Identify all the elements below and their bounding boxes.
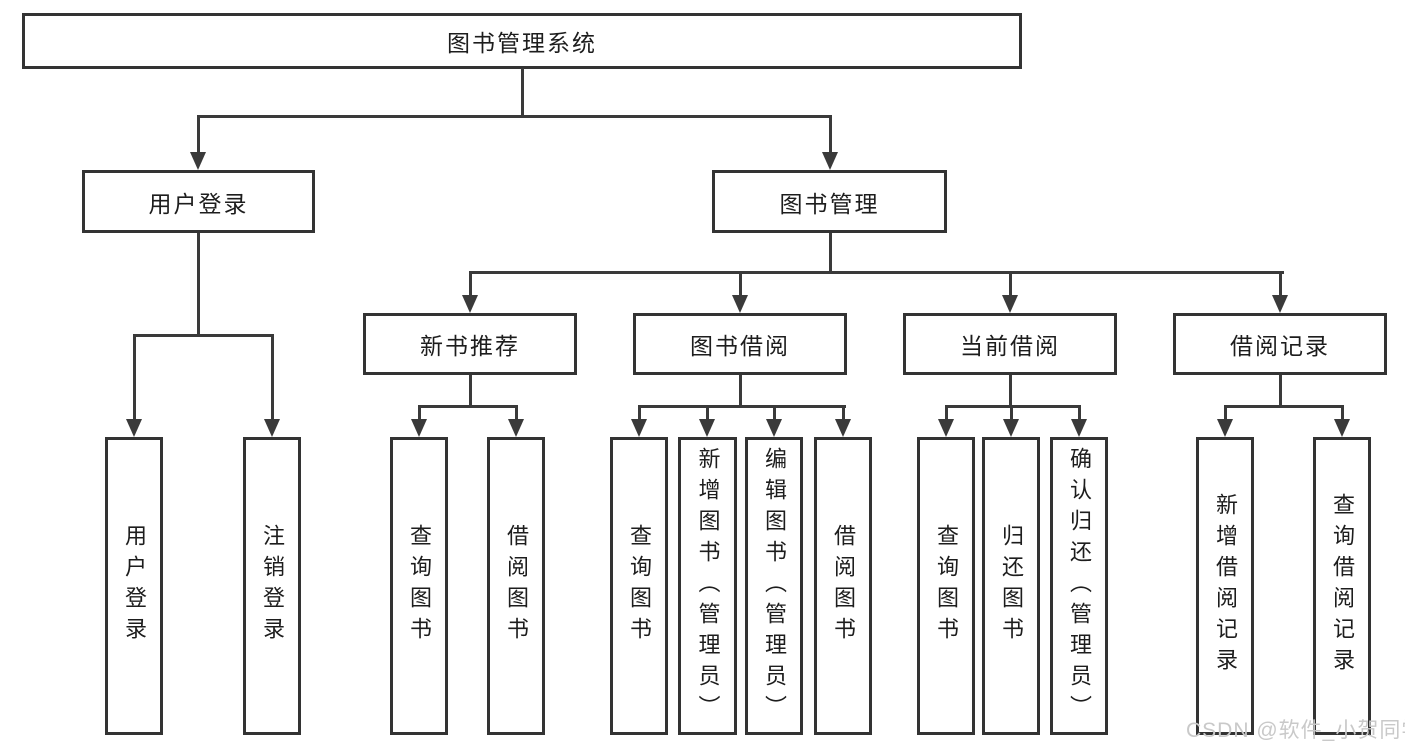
leaf-edit-book-admin: 编辑图书（管理员） — [745, 437, 803, 735]
connector-arrowhead — [1071, 419, 1087, 437]
connector-arrowhead — [1272, 295, 1288, 313]
node-new-book-recommend: 新书推荐 — [363, 313, 577, 375]
leaf-borrow-books-recommend: 借阅图书 — [487, 437, 545, 735]
connector-arrowhead — [508, 419, 524, 437]
connector-line — [772, 405, 776, 421]
connector-arrowhead — [835, 419, 851, 437]
connector-line — [196, 233, 200, 337]
leaf-query-borrow-record: 查询借阅记录 — [1313, 437, 1371, 735]
connector-arrowhead — [766, 419, 782, 437]
connector-line — [468, 271, 472, 297]
connector-line — [270, 334, 274, 420]
connector-line — [132, 334, 274, 337]
connector-line — [944, 405, 1081, 408]
connector-line — [1008, 375, 1012, 408]
connector-line — [1278, 271, 1282, 297]
connector-line — [468, 375, 472, 408]
connector-line — [417, 405, 518, 408]
connector-line — [738, 375, 742, 408]
node-book-borrowing: 图书借阅 — [633, 313, 847, 375]
connector-line — [944, 405, 948, 421]
connector-arrowhead — [1003, 419, 1019, 437]
connector-arrowhead — [1002, 295, 1018, 313]
connector-arrowhead — [1217, 419, 1233, 437]
connector-line — [828, 233, 832, 273]
leaf-borrow-books-borrowing: 借阅图书 — [814, 437, 872, 735]
leaf-logout: 注销登录 — [243, 437, 301, 735]
connector-line — [1008, 271, 1012, 297]
connector-line — [637, 405, 641, 421]
connector-line — [196, 115, 200, 153]
leaf-confirm-return-admin: 确认归还（管理员） — [1050, 437, 1108, 735]
connector-line — [514, 405, 518, 421]
connector-line — [1009, 405, 1013, 421]
connector-line — [1340, 405, 1344, 421]
connector-arrowhead — [264, 419, 280, 437]
connector-arrowhead — [631, 419, 647, 437]
connector-arrowhead — [938, 419, 954, 437]
leaf-query-books-recommend: 查询图书 — [390, 437, 448, 735]
connector-line — [1278, 375, 1282, 408]
node-user-login: 用户登录 — [82, 170, 315, 233]
connector-line — [738, 271, 742, 297]
connector-line — [196, 115, 832, 118]
connector-arrowhead — [699, 419, 715, 437]
connector-arrowhead — [462, 295, 478, 313]
connector-line — [468, 271, 1284, 274]
connector-arrowhead — [190, 152, 206, 170]
connector-line — [1223, 405, 1344, 408]
connector-line — [828, 115, 832, 153]
leaf-return-book: 归还图书 — [982, 437, 1040, 735]
connector-line — [1077, 405, 1081, 421]
csdn-watermark: CSDN @软件_小贺同学 — [1186, 719, 1405, 742]
connector-line — [417, 405, 421, 421]
leaf-add-borrow-record: 新增借阅记录 — [1196, 437, 1254, 735]
node-current-borrowing: 当前借阅 — [903, 313, 1117, 375]
connector-line — [705, 405, 709, 421]
node-borrowing-records: 借阅记录 — [1173, 313, 1387, 375]
connector-line — [1223, 405, 1227, 421]
node-book-management: 图书管理 — [712, 170, 947, 233]
connector-arrowhead — [126, 419, 142, 437]
connector-arrowhead — [822, 152, 838, 170]
leaf-user-login: 用户登录 — [105, 437, 163, 735]
connector-arrowhead — [1334, 419, 1350, 437]
leaf-query-books-current: 查询图书 — [917, 437, 975, 735]
connector-line — [132, 334, 136, 420]
connector-arrowhead — [411, 419, 427, 437]
node-library-system: 图书管理系统 — [22, 13, 1022, 69]
leaf-add-book-admin: 新增图书（管理员） — [678, 437, 737, 735]
connector-line — [520, 68, 524, 117]
leaf-query-books-borrowing: 查询图书 — [610, 437, 668, 735]
connector-line — [841, 405, 845, 421]
connector-line — [637, 405, 846, 408]
connector-arrowhead — [732, 295, 748, 313]
